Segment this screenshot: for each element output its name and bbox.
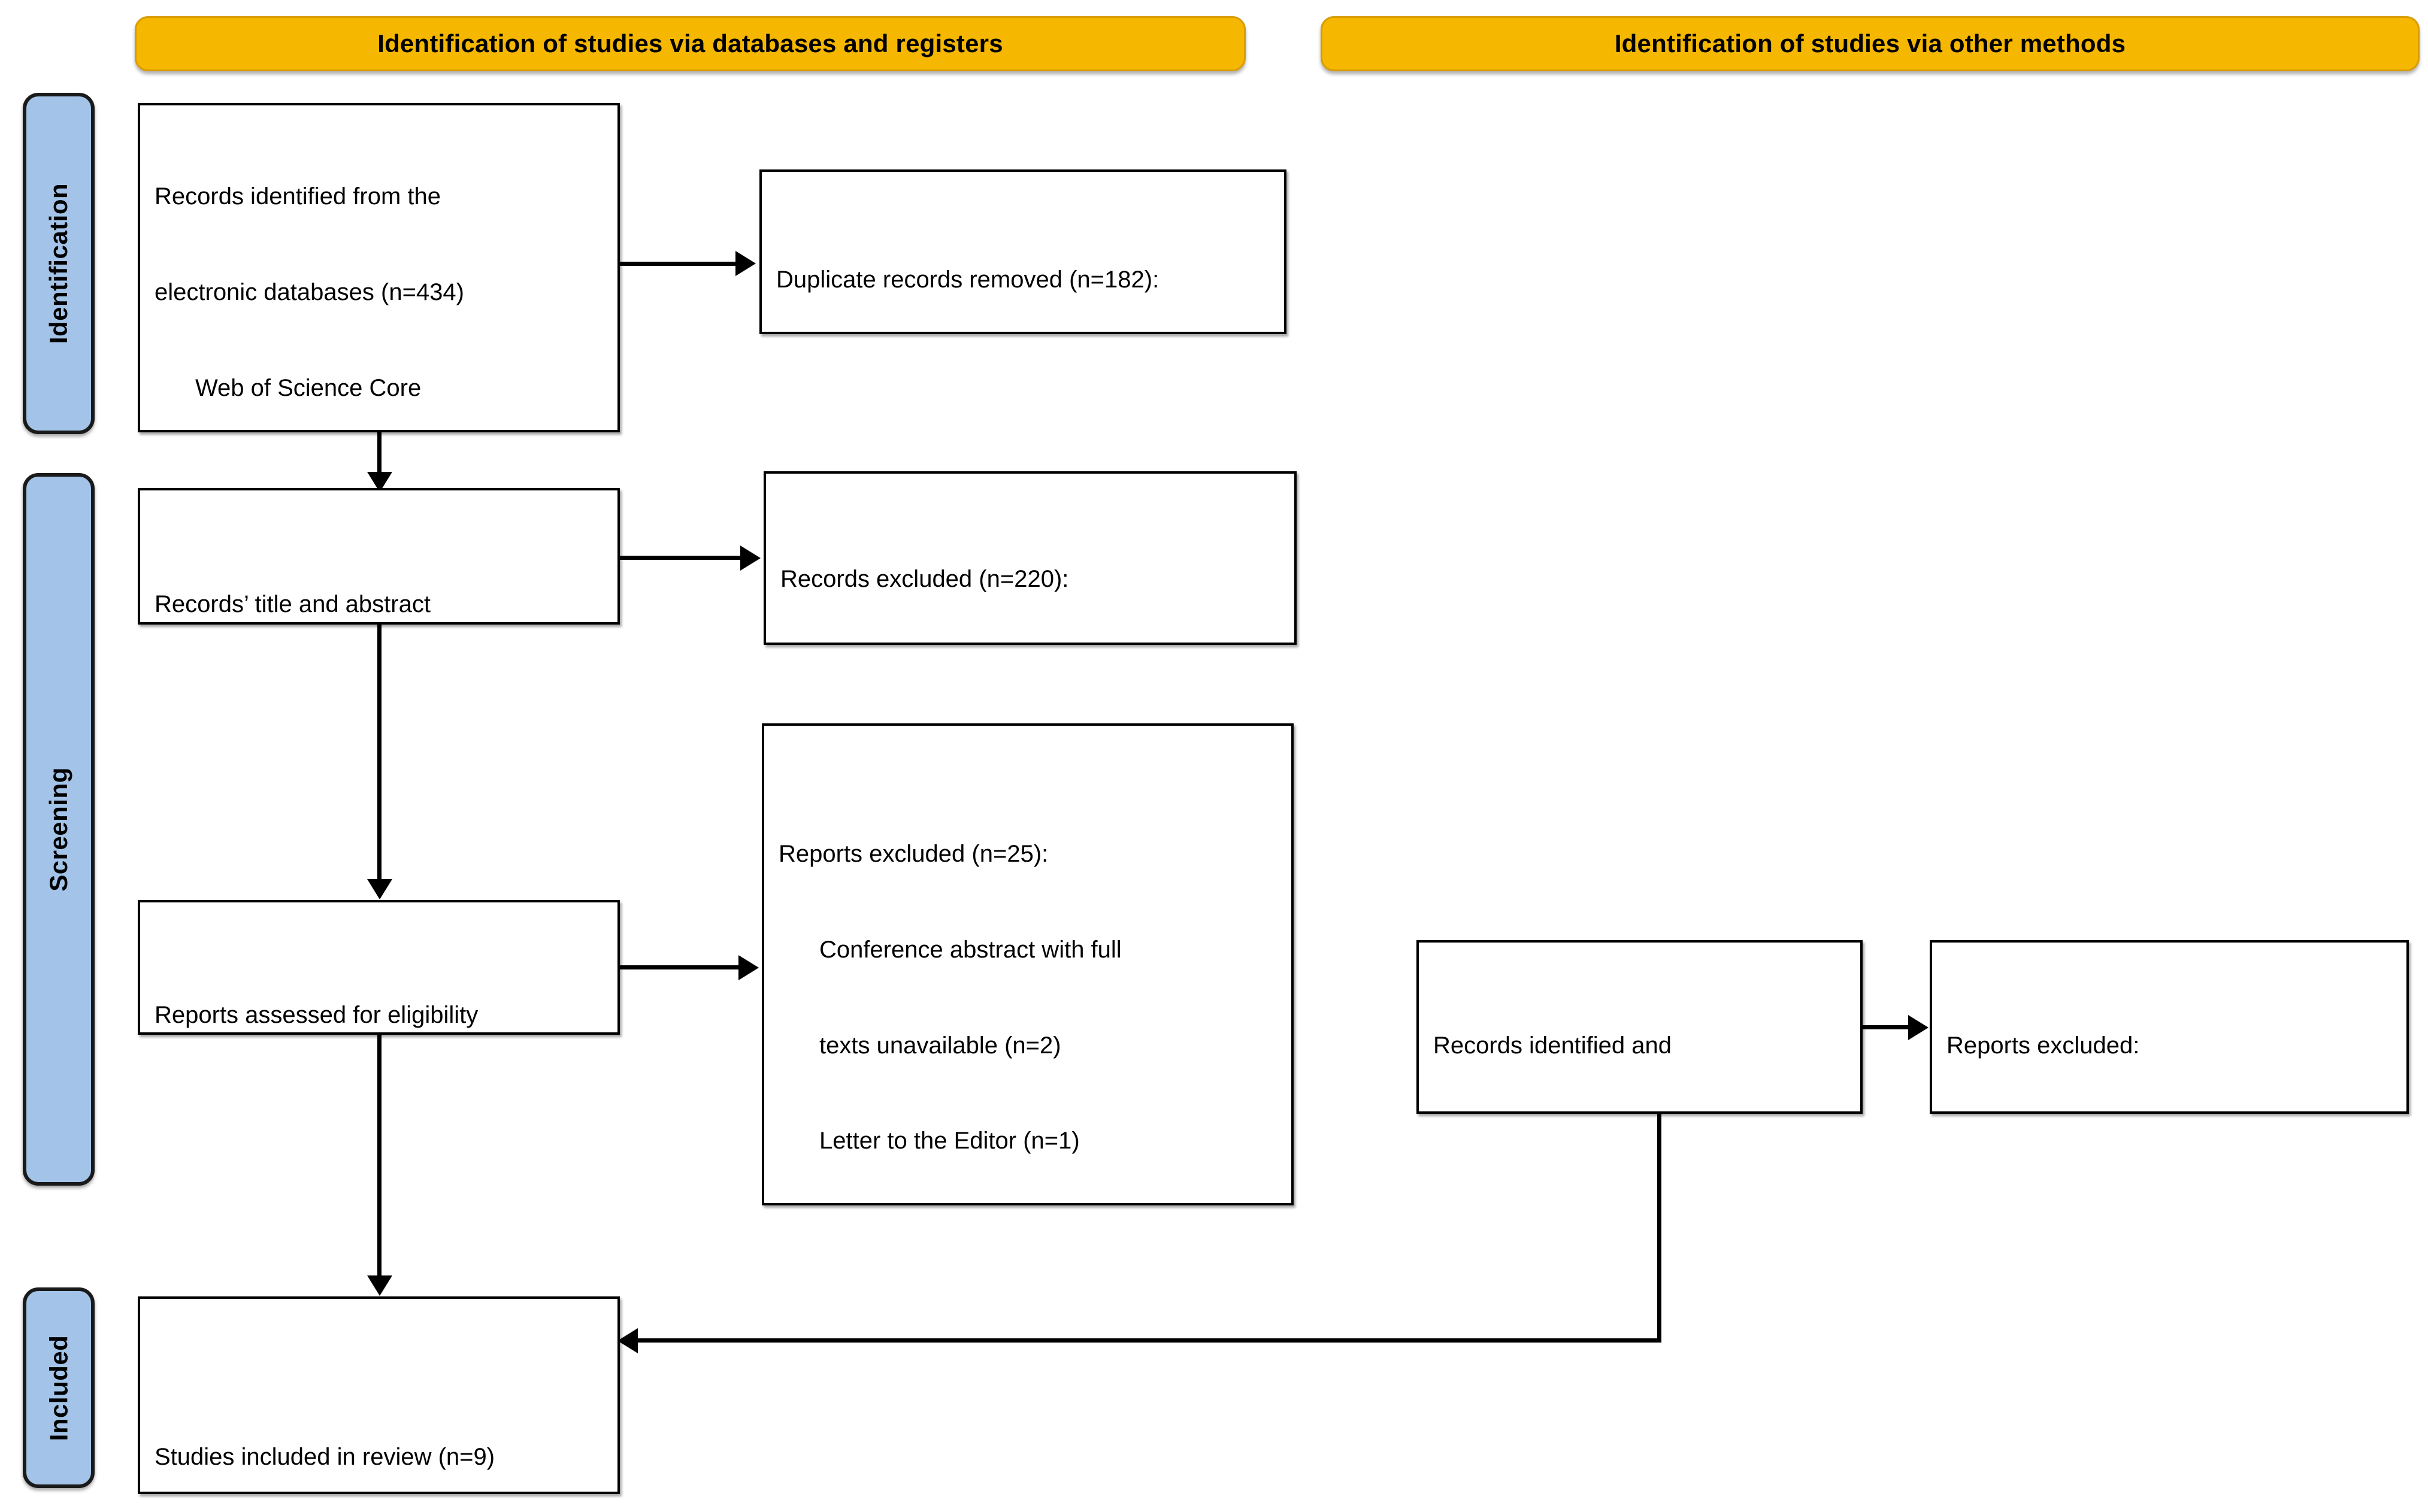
connector-other-sources-to-excluded	[1863, 1025, 1909, 1029]
stage-bar-screening-label: Screening	[44, 767, 73, 892]
box-records-identified-other-sources: Records identified and assessed for elig…	[1416, 940, 1863, 1114]
box-reports-assessed-eligibility-text: Reports assessed for eligibility (n=32)	[155, 914, 603, 1032]
box-studies-included-review-text: Studies included in review (n=9)	[155, 1311, 603, 1492]
connector-other-sources-left-to-included	[638, 1338, 1661, 1343]
box-reports-excluded-other: Reports excluded: Inappropriate design (…	[1930, 940, 2409, 1114]
line: Records excluded (n=220):	[780, 566, 1069, 593]
connector-other-sources-down	[1657, 1114, 1661, 1343]
phase-header-other-methods: Identification of studies via other meth…	[1321, 16, 2420, 71]
line: texts unavailable (n=2)	[819, 1032, 1061, 1059]
line: Records identified from the	[155, 183, 441, 210]
arrowhead-other-sources-to-excluded	[1908, 1015, 1929, 1040]
arrowhead-other-sources-to-included	[617, 1328, 638, 1353]
box-records-title-abstract-screened-text: Records’ title and abstract screened (n=…	[155, 502, 603, 622]
box-studies-included-review: Studies included in review (n=9)	[138, 1296, 620, 1494]
stage-bar-included-label: Included	[44, 1335, 72, 1441]
line: Duplicate records removed (n=182):	[776, 266, 1159, 293]
line: Reports excluded (n=25):	[779, 841, 1049, 868]
box-records-identified-other-sources-text: Records identified and assessed for elig…	[1433, 955, 1846, 1111]
box-reports-excluded-main-text: Reports excluded (n=25): Conference abst…	[779, 738, 1277, 1203]
connector-assessed-to-included	[377, 1035, 382, 1280]
box-reports-excluded-other-text: Reports excluded: Inappropriate design (…	[1946, 955, 2392, 1111]
line: Records’ title and abstract	[155, 591, 431, 618]
connector-screened-to-excluded	[620, 556, 741, 560]
arrowhead-screened-to-excluded	[740, 546, 761, 571]
arrowhead-screened-to-assessed	[367, 879, 392, 899]
phase-header-other-methods-label: Identification of studies via other meth…	[1614, 29, 2126, 57]
line: electronic databases (n=434)	[155, 278, 464, 305]
line: Letter to the Editor (n=1)	[819, 1128, 1080, 1155]
box-records-identified-databases-text: Records identified from the electronic d…	[155, 117, 603, 430]
line: Reports excluded:	[1946, 1032, 2140, 1059]
line: Conference abstract with full	[819, 936, 1122, 963]
box-records-excluded: Records excluded (n=220): Excluded based…	[764, 471, 1297, 645]
stage-bar-screening: Screening	[23, 473, 95, 1186]
stage-bar-identification-label: Identification	[44, 183, 72, 344]
box-records-excluded-text: Records excluded (n=220): Excluded based…	[780, 486, 1280, 643]
stage-bar-included: Included	[23, 1287, 95, 1488]
box-records-title-abstract-screened: Records’ title and abstract screened (n=…	[138, 488, 620, 625]
arrowhead-assessed-to-included	[367, 1275, 392, 1296]
box-reports-assessed-eligibility: Reports assessed for eligibility (n=32)	[138, 900, 620, 1035]
line: Studies included in review (n=9)	[155, 1444, 495, 1471]
box-reports-excluded-main: Reports excluded (n=25): Conference abst…	[762, 723, 1294, 1205]
connector-identified-to-screened	[377, 432, 382, 477]
box-records-identified-databases: Records identified from the electronic d…	[138, 103, 620, 432]
phase-header-databases-registers-label: Identification of studies via databases …	[377, 29, 1003, 57]
connector-identified-to-duplicates	[620, 262, 737, 266]
box-duplicate-records-removed: Duplicate records removed (n=182): Autom…	[759, 169, 1286, 334]
arrowhead-assessed-to-reports-excluded	[738, 955, 759, 980]
connector-assessed-to-reports-excluded	[620, 965, 740, 969]
line: Web of Science Core	[195, 374, 422, 401]
box-duplicate-records-removed-text: Duplicate records removed (n=182): Autom…	[776, 184, 1270, 332]
line: Reports assessed for eligibility	[155, 1002, 479, 1029]
line: Records identified and	[1433, 1032, 1672, 1059]
arrowhead-identified-to-duplicates	[735, 251, 756, 276]
phase-header-databases-registers: Identification of studies via databases …	[135, 16, 1246, 71]
connector-screened-to-assessed	[377, 625, 382, 884]
stage-bar-identification: Identification	[23, 93, 95, 434]
